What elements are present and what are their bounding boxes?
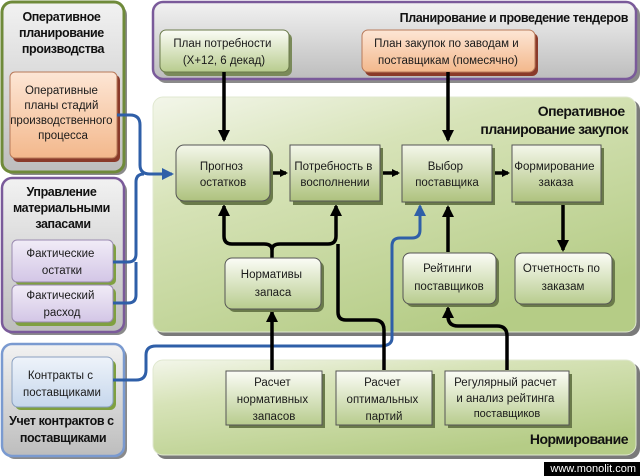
box-norm-stock-calc[interactable]: Расчет нормативных запасов (225, 370, 325, 428)
panel-title: Оперативное планирование производства (19, 10, 107, 56)
svg-text:Нормативы запаса: Нормативы запаса (241, 269, 305, 299)
box-supplier-contracts[interactable]: Контракты с поставщиками (11, 356, 116, 410)
flow-contracts-to-supplier-choice (113, 204, 426, 382)
black-flows (218, 72, 569, 370)
box-actual-usage[interactable]: Фактический расход (11, 284, 116, 326)
flow-lot-calc-to-need (336, 244, 386, 370)
panel-title: Планирование и проведение тендеров (400, 11, 629, 25)
flow-actual-usage-to-forecast (113, 262, 138, 305)
panel-title: Оперативное планирование закупок (480, 103, 629, 137)
svg-text:Регулярный расчет и анал: Регулярный расчет и анализ рейтинга пост… (454, 377, 560, 420)
svg-text:Расчет нормативных: Расчет нормативных запасов (237, 377, 312, 423)
blue-flows (113, 113, 426, 382)
box-stock-norms[interactable]: Нормативы запаса (224, 257, 324, 312)
watermark: www.monolit.com (544, 462, 640, 476)
flow-norms-to-need (270, 204, 342, 251)
svg-text:План закупок по заводам и: План закупок по заводам и поставщикам (п… (374, 38, 522, 67)
box-purchase-plan[interactable]: План закупок по заводам и поставщикам (п… (361, 29, 538, 76)
box-order-forming[interactable]: Формирование заказа (511, 144, 604, 205)
panel-operational-production-planning: Оперативное планирование производства Оп… (0, 0, 127, 175)
svg-text:Потребность в восполнени: Потребность в восполнении (294, 161, 375, 189)
svg-text:Контракты с поставщика: Контракты с поставщиками (23, 370, 101, 399)
svg-text:Фактические остатки: Фактические остатки (26, 248, 97, 277)
flow-rating-calc-to-ratings (442, 306, 509, 370)
box-order-reporting[interactable]: Отчетность по заказам (514, 252, 615, 307)
box-demand-plan[interactable]: План потребности (X+12, 6 декад) (159, 29, 292, 76)
svg-text:Рейтинги поставщиков: Рейтинги поставщиков (414, 263, 484, 293)
flow-stage-plans-to-forecast (117, 113, 174, 180)
box-supplier-ratings[interactable]: Рейтинги поставщиков (402, 252, 499, 307)
box-replenishment-need[interactable]: Потребность в восполнении (289, 144, 383, 205)
flow-actual-stock-to-forecast (113, 172, 145, 264)
svg-text:Прогноз остатков: Прогноз остатков (200, 161, 246, 189)
svg-text:Формирование заказа: Формирование заказа (514, 161, 597, 189)
svg-text:Выбор поставщика: Выбор поставщика (415, 161, 479, 189)
box-actual-stock[interactable]: Фактические остатки (11, 239, 116, 285)
box-operational-stage-plans[interactable]: Оперативные планы стадий производственно… (9, 71, 120, 162)
box-optimal-lot-calc[interactable]: Расчет оптимальных партий (335, 370, 435, 428)
svg-text:Расчет оптимальных: Расчет оптимальных партий (347, 377, 422, 423)
panel-contract-accounting: Контракты с поставщиками Учет контрактов… (0, 342, 127, 459)
svg-text:Фактический расход: Фактический расход (26, 290, 97, 319)
panel-title: Учет контрактов с поставщиками (9, 414, 117, 445)
panel-title: Нормирование (530, 431, 629, 447)
panel-inventory-management: Управление материальными запасами Фактич… (0, 176, 127, 335)
svg-text:Оперативные планы стад: Оперативные планы стадий производственно… (10, 85, 116, 142)
panel-title: Управление материальными запасами (13, 185, 113, 231)
panel-tenders: Планирование и проведение тендеров План … (151, 0, 640, 83)
svg-text:Отчетность по заказам: Отчетность по заказам (523, 263, 603, 293)
box-supplier-choice[interactable]: Выбор поставщика (401, 144, 495, 205)
svg-text:План потребности (X+12: План потребности (X+12, 6 декад) (173, 38, 274, 67)
box-stock-forecast[interactable]: Прогноз остатков (175, 144, 273, 205)
box-supplier-rating-calc[interactable]: Регулярный расчет и анализ рейтинга пост… (444, 370, 572, 428)
